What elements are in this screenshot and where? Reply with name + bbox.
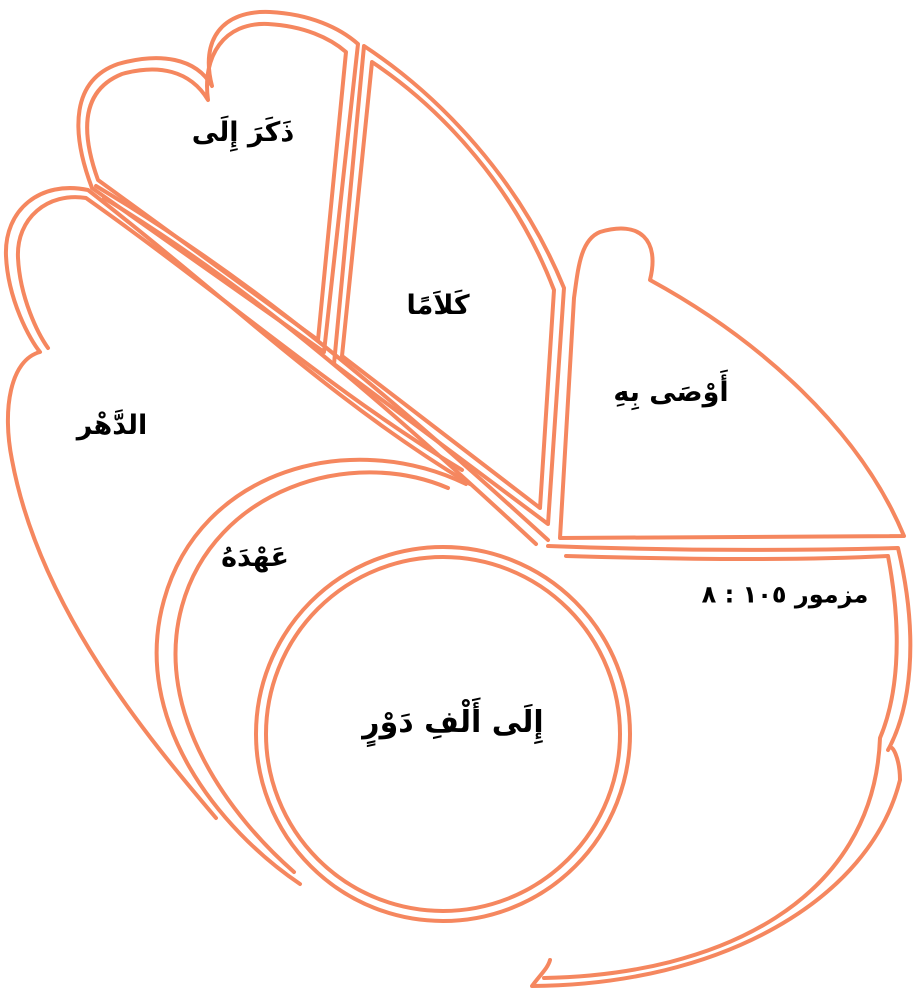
label-inner-ring: عَهْدَهُ bbox=[221, 542, 289, 574]
inner-ring-inner bbox=[175, 472, 448, 872]
label-top-middle: كَلاَمًا bbox=[406, 290, 469, 322]
label-left: الدَّهْر bbox=[77, 410, 148, 442]
petal-bottom-right-inner bbox=[544, 556, 897, 978]
label-right: أَوْصَى بِهِ bbox=[613, 377, 728, 409]
petal-top-left-outer bbox=[78, 12, 358, 352]
petal-bottom-right-outer bbox=[532, 546, 910, 986]
petal-right bbox=[560, 229, 904, 538]
inner-ring-outer bbox=[157, 460, 466, 884]
petal-top-middle-inner bbox=[342, 62, 554, 508]
label-top-left: ذَكَرَ إِلَى bbox=[192, 117, 294, 149]
label-reference: مزمور ١٠٥ : ٨ bbox=[702, 581, 869, 610]
label-center: إِلَى أَلْفِ دَوْرٍ bbox=[362, 705, 543, 741]
